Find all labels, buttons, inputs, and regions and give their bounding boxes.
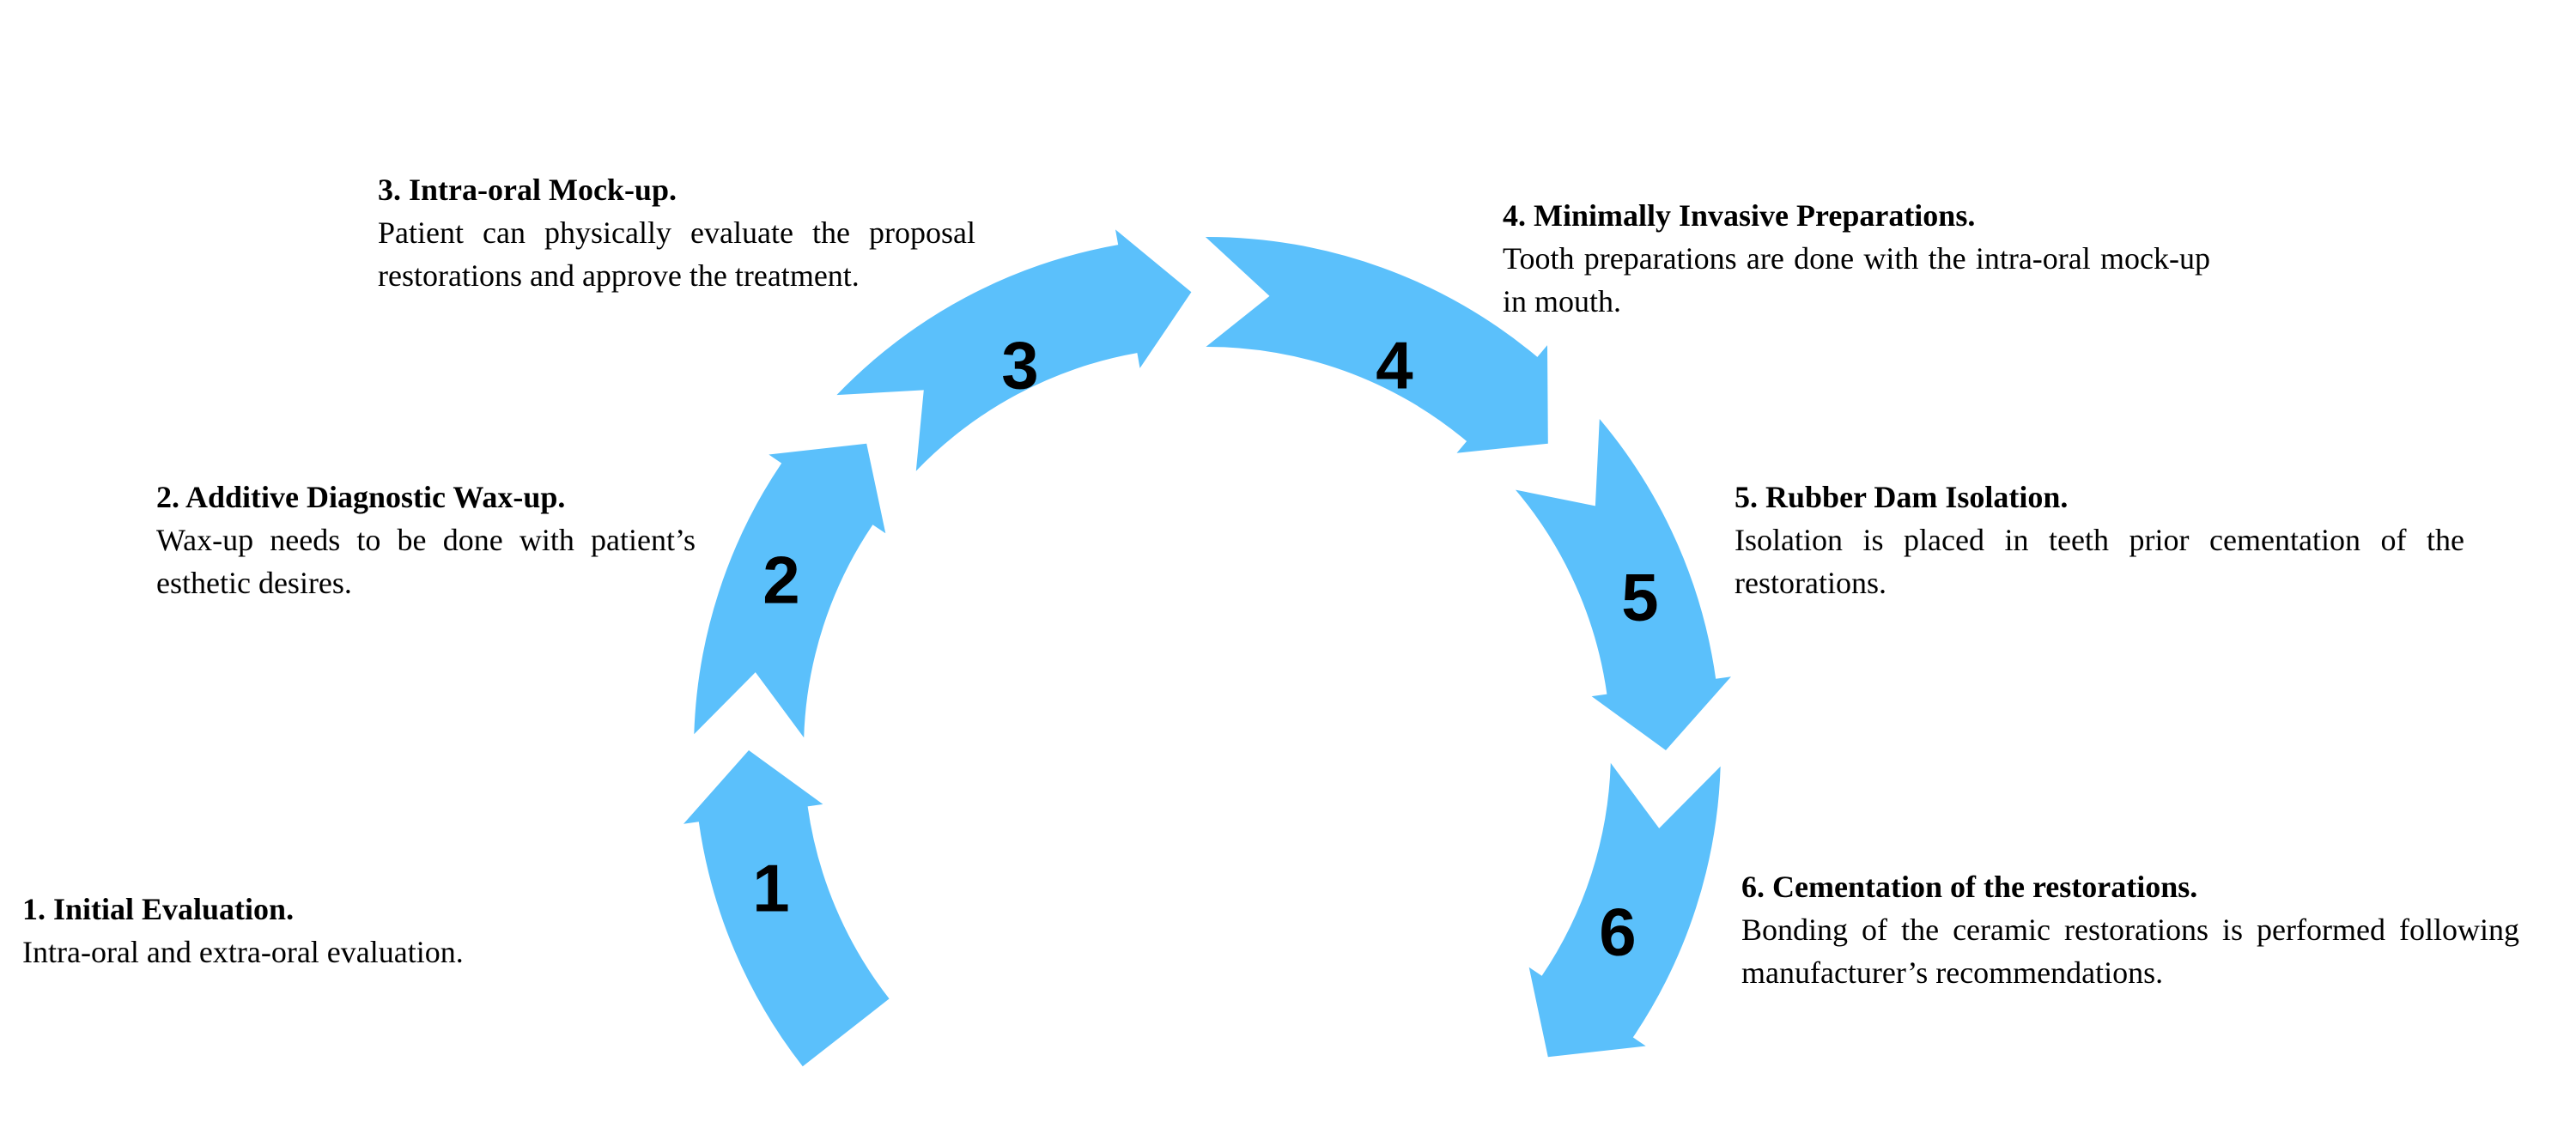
step-6-description: Bonding of the ceramic restorations is p… — [1741, 913, 2519, 990]
arc-segment-2 — [694, 443, 886, 738]
arc-segment-6 — [1528, 762, 1721, 1058]
step-number-5: 5 — [1621, 560, 1658, 635]
step-5-description: Isolation is placed in teeth prior cemen… — [1735, 523, 2464, 600]
arc-segment-4 — [1205, 236, 1548, 453]
step-1-title: 1. Initial Evaluation. — [22, 892, 295, 926]
arc-segment-5 — [1516, 419, 1731, 750]
step-1-description: Intra-oral and extra-oral evaluation. — [22, 935, 464, 969]
step-3-title: 3. Intra-oral Mock-up. — [378, 173, 677, 207]
step-number-2: 2 — [762, 543, 799, 618]
step-5-title: 5. Rubber Dam Isolation. — [1735, 480, 2069, 514]
arc-segment-1 — [683, 750, 890, 1067]
step-number-4: 4 — [1376, 328, 1413, 403]
step-2-description: Wax-up needs to be done with patient’s e… — [156, 523, 696, 600]
arc-segment-3 — [836, 229, 1192, 471]
step-6-text: 6. Cementation of the restorations. Bond… — [1741, 865, 2519, 994]
arc-segments — [683, 229, 1731, 1067]
step-number-6: 6 — [1599, 895, 1636, 970]
step-2-title: 2. Additive Diagnostic Wax-up. — [156, 480, 566, 514]
step-2-text: 2. Additive Diagnostic Wax-up. Wax-up ne… — [156, 476, 696, 604]
step-number-1: 1 — [752, 851, 789, 926]
step-4-description: Tooth preparations are done with the int… — [1503, 241, 2210, 318]
step-6-title: 6. Cementation of the restorations. — [1741, 870, 2198, 904]
step-1-text: 1. Initial Evaluation. Intra-oral and ex… — [22, 888, 572, 973]
step-number-3: 3 — [1001, 328, 1038, 403]
step-numbers: 1 2 3 4 5 6 — [752, 328, 1658, 970]
step-4-title: 4. Minimally Invasive Preparations. — [1503, 198, 1976, 233]
step-3-description: Patient can physically evaluate the prop… — [378, 215, 975, 293]
step-3-text: 3. Intra-oral Mock-up. Patient can physi… — [378, 168, 975, 297]
step-4-text: 4. Minimally Invasive Preparations. Toot… — [1503, 194, 2210, 323]
step-5-text: 5. Rubber Dam Isolation. Isolation is pl… — [1735, 476, 2464, 604]
